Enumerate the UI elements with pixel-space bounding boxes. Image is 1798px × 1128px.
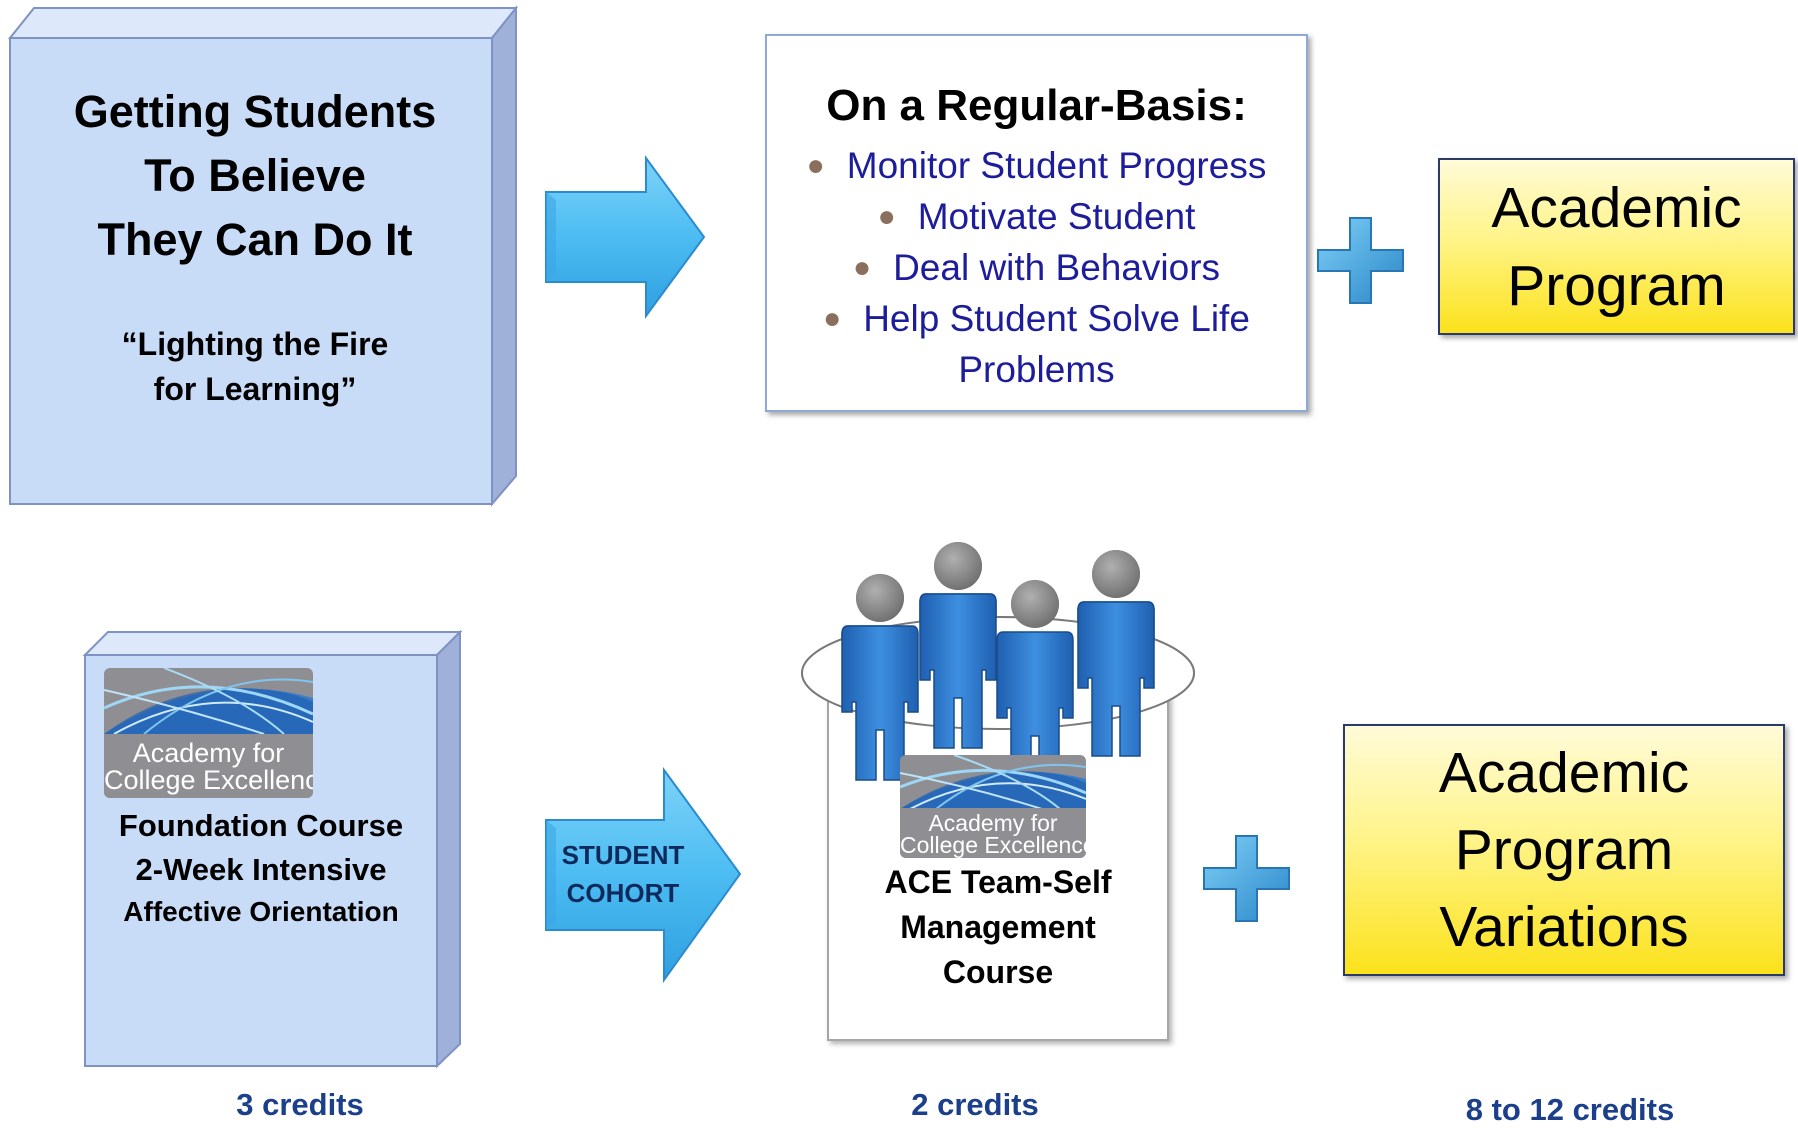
logo-wordmark: Academy for College Excellence — [104, 734, 313, 798]
list-item: ●Motivate Student — [877, 196, 1196, 237]
ace-credits: 2 credits — [911, 1087, 1039, 1122]
foundation-credits: 3 credits — [236, 1087, 364, 1122]
ace-course-text: ACE Team-Self Management Course — [884, 864, 1112, 990]
ace-logo: Academy for College Excellence — [900, 755, 1086, 858]
regular-basis-box: On a Regular-Basis: ●Monitor Student Pro… — [765, 34, 1308, 412]
belief-box-text: Getting Students To Believe They Can Do … — [10, 80, 500, 412]
academic-variations-box: Academic Program Variations — [1343, 724, 1785, 976]
belief-title: Getting Students To Believe They Can Do … — [73, 86, 437, 265]
right-arrow-icon — [545, 154, 706, 320]
academic-credits: 8 to 12 credits — [1465, 1092, 1675, 1127]
foundation-course-text: Foundation Course 2-Week Intensive Affec… — [118, 808, 404, 927]
belief-box — [7, 5, 519, 507]
belief-quote: “Lighting the Fire for Learning” — [121, 326, 389, 407]
student-cohort-label: STUDENT COHORT — [561, 840, 685, 908]
academic-program-box: Academic Program — [1438, 158, 1795, 335]
regular-basis-title: On a Regular-Basis: — [826, 81, 1247, 130]
list-item: ●Help Student Solve Life — [823, 298, 1250, 339]
list-item-continuation: Problems — [958, 349, 1115, 390]
plus-icon — [1317, 217, 1404, 304]
logo-wordmark: Academy for College Excellence — [900, 808, 1086, 858]
ace-logo: Academy for College Excellence — [104, 668, 313, 798]
list-item: ●Monitor Student Progress — [806, 145, 1267, 186]
regular-basis-list: ●Monitor Student Progress ●Motivate Stud… — [767, 140, 1306, 395]
list-item: ●Deal with Behaviors — [852, 247, 1221, 288]
student-cohort-arrow — [545, 766, 742, 984]
plus-icon — [1203, 835, 1290, 922]
